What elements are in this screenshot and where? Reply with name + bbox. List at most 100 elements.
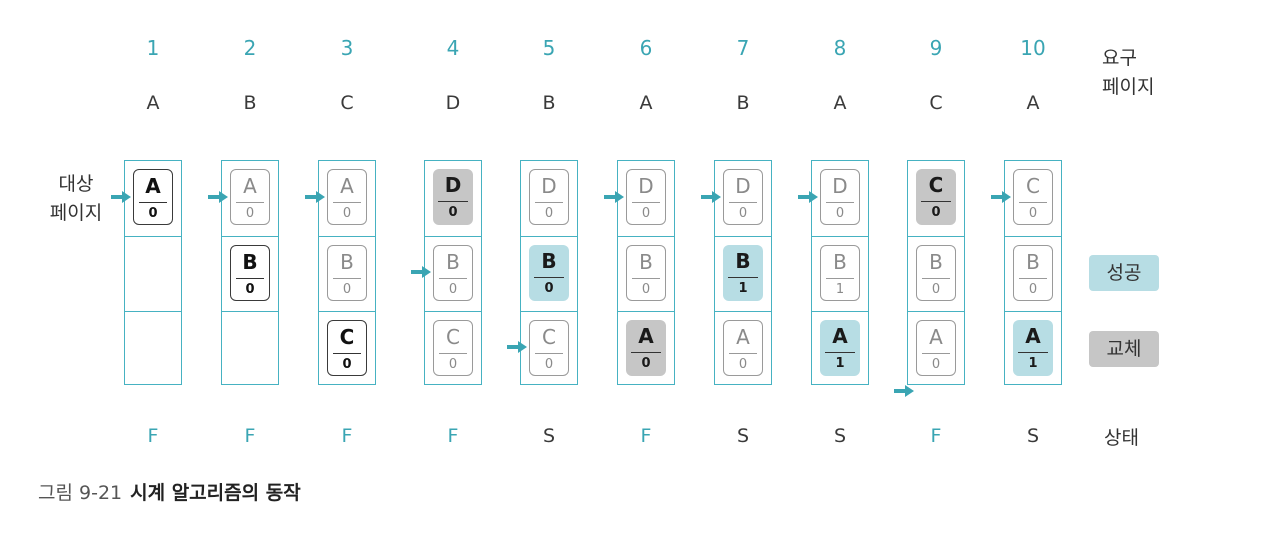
reference-bit: 1: [835, 282, 845, 297]
clock-pointer-icon: [305, 191, 325, 203]
page-letter: A: [340, 174, 354, 198]
legend-replace: 교체: [1089, 331, 1159, 367]
frame-divider-line: [1019, 202, 1047, 203]
request-page: C: [929, 92, 943, 114]
status-success: S: [736, 425, 750, 447]
reference-bit: 0: [641, 206, 651, 221]
page-letter: C: [542, 325, 556, 349]
reference-bit: 1: [1028, 356, 1038, 371]
status-fault: F: [341, 425, 353, 447]
frame-divider-line: [825, 352, 855, 353]
page-letter: B: [929, 250, 943, 274]
frame-divider-line: [534, 277, 564, 278]
step-number: 8: [833, 36, 847, 60]
request-label-line2: 페이지: [1102, 76, 1155, 98]
step-number: 5: [542, 36, 556, 60]
step-number: 3: [340, 36, 354, 60]
clock-pointer-icon: [411, 266, 431, 278]
caption-title: 시계 알고리즘의 동작: [130, 482, 301, 504]
page-letter: A: [145, 174, 161, 198]
status-success: S: [1026, 425, 1040, 447]
page-letter: B: [446, 250, 460, 274]
frame-divider-line: [826, 202, 854, 203]
page-letter: B: [833, 250, 847, 274]
request-page-label: 요구 페이지: [1102, 44, 1154, 102]
page-letter: A: [832, 324, 848, 348]
request-page: B: [542, 92, 556, 114]
request-page: A: [833, 92, 847, 114]
frame-divider-line: [535, 202, 563, 203]
page-letter: D: [444, 173, 462, 197]
clock-pointer-icon: [507, 341, 527, 353]
status-success: S: [542, 425, 556, 447]
page-letter: B: [340, 250, 354, 274]
reference-bit: 0: [342, 206, 352, 221]
frame-divider-line: [438, 201, 468, 202]
frame-divider-line: [826, 278, 854, 279]
reference-bit: 0: [641, 282, 651, 297]
step-number: 7: [736, 36, 750, 60]
frame-divider-line: [728, 277, 758, 278]
reference-bit: 0: [1028, 206, 1038, 221]
reference-bit: 0: [148, 206, 158, 221]
status-fault: F: [640, 425, 652, 447]
reference-bit: 0: [448, 282, 458, 297]
frame-divider-line: [632, 278, 660, 279]
request-page: A: [1026, 92, 1040, 114]
page-letter: B: [735, 249, 751, 273]
page-letter: D: [541, 174, 557, 198]
frame-slot: [125, 311, 181, 386]
frame-divider-line: [921, 201, 951, 202]
frame-divider-line: [333, 353, 361, 354]
frame-divider-line: [535, 353, 563, 354]
reference-bit: 0: [1028, 282, 1038, 297]
frame-divider-line: [922, 353, 950, 354]
step-number: 10: [1020, 36, 1046, 60]
clock-pointer-icon: [208, 191, 228, 203]
frame-divider-line: [236, 278, 264, 279]
page-letter: C: [339, 325, 355, 349]
clock-pointer-icon: [798, 191, 818, 203]
status-fault: F: [447, 425, 459, 447]
frame-divider-line: [439, 278, 467, 279]
frame-divider-line: [729, 353, 757, 354]
reference-bit: 0: [245, 282, 255, 297]
frame-divider-line: [439, 353, 467, 354]
reference-bit: 0: [738, 206, 748, 221]
page-letter: C: [928, 173, 944, 197]
reference-bit: 0: [931, 357, 941, 372]
page-letter: C: [446, 325, 460, 349]
frame-divider-line: [631, 352, 661, 353]
